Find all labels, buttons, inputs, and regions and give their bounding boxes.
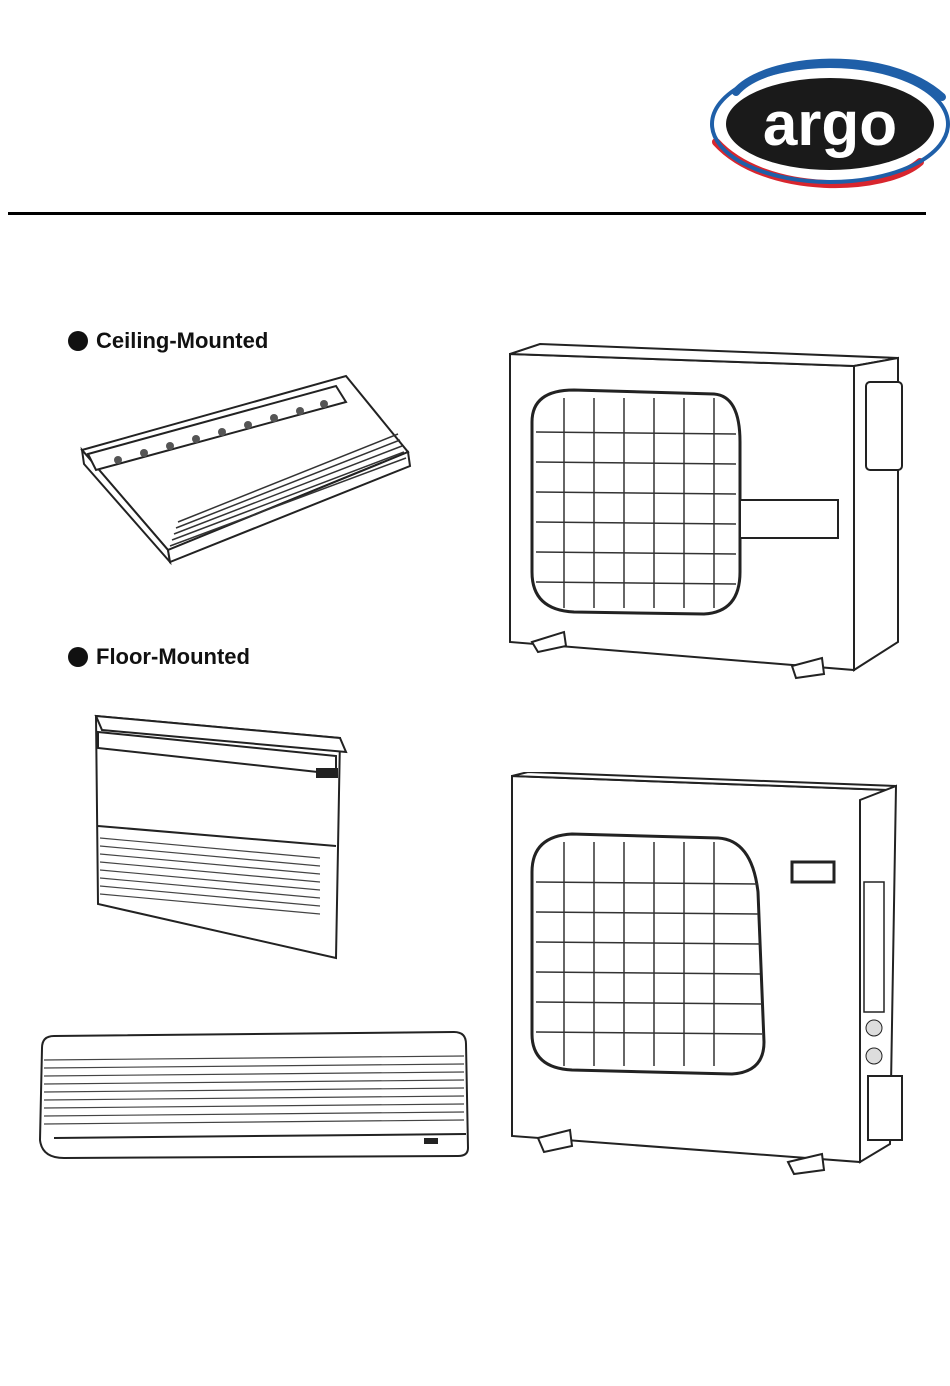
header-rule	[8, 212, 926, 215]
logo-wordmark: argo	[763, 90, 897, 159]
ceiling-mounted-label: Ceiling-Mounted	[96, 328, 268, 354]
ceiling-mounted-heading: Ceiling-Mounted	[68, 328, 268, 354]
ceiling-unit-illustration	[78, 372, 424, 572]
floor-mounted-heading: Floor-Mounted	[68, 644, 250, 670]
floor-unit-illustration	[90, 708, 352, 962]
argo-logo: argo	[706, 52, 950, 192]
floor-mounted-label: Floor-Mounted	[96, 644, 250, 670]
outdoor-unit-large-illustration	[508, 772, 912, 1176]
bullet-icon	[68, 331, 88, 351]
bullet-icon	[68, 647, 88, 667]
wall-unit-illustration	[34, 1030, 470, 1160]
outdoor-unit-small-illustration	[504, 342, 908, 688]
